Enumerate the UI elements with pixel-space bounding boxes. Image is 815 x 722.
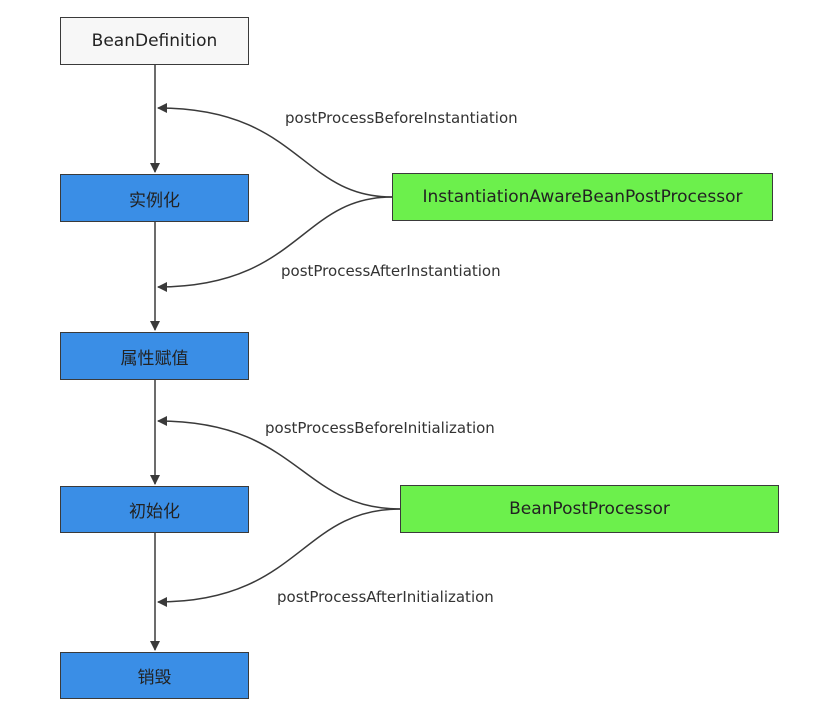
label-after-instantiation: postProcessAfterInstantiation <box>281 262 501 280</box>
curve-after-initialization <box>157 508 401 607</box>
node-instantiation: 实例化 <box>60 174 249 222</box>
node-initialization: 初始化 <box>60 486 249 533</box>
node-destruction: 销毁 <box>60 652 249 699</box>
curve-before-instantiation <box>157 103 393 198</box>
node-bean-definition: BeanDefinition <box>60 17 249 65</box>
label-after-initialization: postProcessAfterInitialization <box>277 588 494 606</box>
label-before-initialization: postProcessBeforeInitialization <box>265 419 495 437</box>
node-initialization-label: 初始化 <box>129 502 180 522</box>
curve-after-instantiation <box>157 196 393 292</box>
node-instantiation-aware-processor-label: InstantiationAwareBeanPostProcessor <box>422 187 743 207</box>
node-bean-post-processor: BeanPostProcessor <box>400 485 779 533</box>
node-population: 属性赋值 <box>60 332 249 380</box>
node-bean-post-processor-label: BeanPostProcessor <box>509 499 670 519</box>
node-destruction-label: 销毁 <box>137 668 172 688</box>
curve-before-initialization <box>157 416 401 510</box>
node-instantiation-label: 实例化 <box>129 190 180 211</box>
label-before-instantiation: postProcessBeforeInstantiation <box>285 109 518 127</box>
node-bean-definition-label: BeanDefinition <box>91 31 218 51</box>
node-population-label: 属性赋值 <box>120 348 189 369</box>
node-instantiation-aware-processor: InstantiationAwareBeanPostProcessor <box>392 173 773 221</box>
